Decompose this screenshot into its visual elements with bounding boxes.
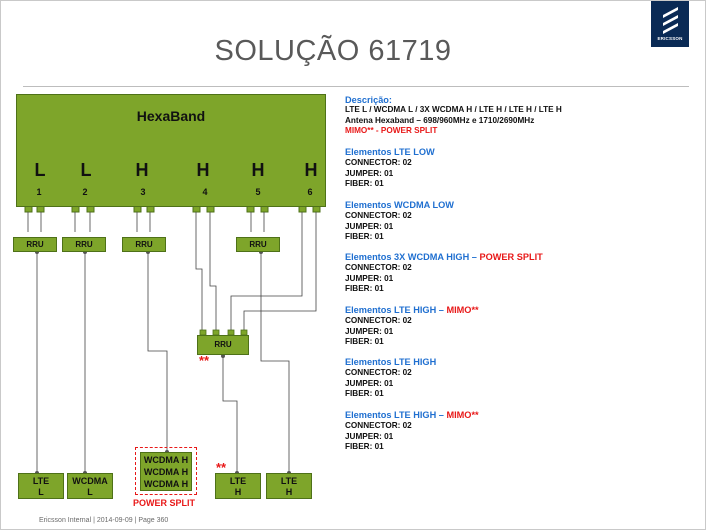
elements-block: Elementos 3X WCDMA HIGH – POWER SPLIT CO… xyxy=(345,252,690,295)
element-fiber: FIBER: 01 xyxy=(345,284,384,294)
description-line: Antena Hexaband – 698/960MHz e 1710/2690… xyxy=(345,115,535,125)
rru-unit: RRU xyxy=(122,237,166,252)
lte-h-box: LTE H xyxy=(215,473,261,499)
wcdma-l-box: WCDMA L xyxy=(67,473,113,499)
band-label: L xyxy=(34,160,46,180)
lte-l-line2: L xyxy=(38,487,44,497)
title-divider xyxy=(23,86,689,87)
element-jumper: JUMPER: 01 xyxy=(345,431,394,441)
description-block: Descrição: LTE L / WCDMA L / 3X WCDMA H … xyxy=(345,95,690,137)
lte-h-line2: H xyxy=(234,487,242,497)
power-split-label: POWER SPLIT xyxy=(133,498,196,508)
description-heading: Descrição: xyxy=(345,95,392,105)
elements-block: Elementos LTE LOW CONNECTOR: 02 JUMPER: … xyxy=(345,147,690,190)
ericsson-logo: ERICSSON xyxy=(651,1,689,47)
element-connector: CONNECTOR: 02 xyxy=(345,263,412,273)
fiber-cables xyxy=(36,252,290,473)
element-jumper: JUMPER: 01 xyxy=(345,326,394,336)
band-label: H xyxy=(196,160,210,180)
description-line: LTE L / WCDMA L / 3X WCDMA H / LTE H / L… xyxy=(345,105,562,115)
band-label: H xyxy=(251,160,265,180)
port-number: 6 xyxy=(307,187,313,197)
element-title: Elementos LTE HIGH xyxy=(345,357,437,367)
band-label: H xyxy=(135,160,149,180)
power-split-outline xyxy=(135,447,197,495)
element-suffix: MIMO** xyxy=(446,410,479,420)
element-fiber: FIBER: 01 xyxy=(345,179,384,189)
element-fiber: FIBER: 01 xyxy=(345,442,384,452)
elements-block: Elementos LTE HIGH – MIMO** CONNECTOR: 0… xyxy=(345,410,690,453)
port-number: 2 xyxy=(82,187,88,197)
element-title: Elementos LTE HIGH xyxy=(345,305,437,315)
element-jumper: JUMPER: 01 xyxy=(345,168,394,178)
element-fiber: FIBER: 01 xyxy=(345,232,384,242)
wcdma-h-line: WCDMA H xyxy=(143,467,189,477)
element-title: Elementos WCDMA LOW xyxy=(345,200,454,210)
rru-unit: RRU xyxy=(236,237,280,252)
wcdma-h-line: WCDMA H xyxy=(143,479,189,489)
elements-block: Elementos WCDMA LOW CONNECTOR: 02 JUMPER… xyxy=(345,200,690,243)
port-number: 1 xyxy=(36,187,42,197)
element-title: Elementos 3X WCDMA HIGH xyxy=(345,252,470,262)
element-title: Elementos LTE LOW xyxy=(345,147,435,157)
element-connector: CONNECTOR: 02 xyxy=(345,211,412,221)
wcdma-h-line: WCDMA H xyxy=(143,455,189,465)
element-connector: CONNECTOR: 02 xyxy=(345,316,412,326)
element-connector: CONNECTOR: 02 xyxy=(345,158,412,168)
element-jumper: JUMPER: 01 xyxy=(345,273,394,283)
rru-unit: RRU xyxy=(13,237,57,252)
wcdma-h-box: WCDMA H WCDMA H WCDMA H xyxy=(140,452,192,491)
hexaband-label: HexaBand xyxy=(136,108,206,124)
port-number: 4 xyxy=(202,187,208,197)
element-fiber: FIBER: 01 xyxy=(345,337,384,347)
element-jumper: JUMPER: 01 xyxy=(345,378,394,388)
lte-h-line2: H xyxy=(285,487,293,497)
element-connector: CONNECTOR: 02 xyxy=(345,421,412,431)
element-jumper: JUMPER: 01 xyxy=(345,221,394,231)
lte-l-line1: LTE xyxy=(32,476,50,486)
elements-block: Elementos LTE HIGH CONNECTOR: 02 JUMPER:… xyxy=(345,357,690,400)
lte-h-box: LTE H xyxy=(266,473,312,499)
lte-h-line1: LTE xyxy=(280,476,298,486)
slide-footer: Ericsson Internal | 2014-09-09 | Page 36… xyxy=(39,517,169,524)
element-fiber: FIBER: 01 xyxy=(345,389,384,399)
band-label: L xyxy=(80,160,92,180)
wcdma-l-line2: L xyxy=(87,487,93,497)
port-number: 3 xyxy=(140,187,146,197)
logo-text: ERICSSON xyxy=(657,36,683,41)
elements-block: Elementos LTE HIGH – MIMO** CONNECTOR: 0… xyxy=(345,305,690,348)
rru-unit-mimo: RRU xyxy=(197,335,249,355)
wcdma-l-line1: WCDMA xyxy=(72,476,108,486)
port-number: 5 xyxy=(255,187,261,197)
slide-title: SOLUÇÃO 61719 xyxy=(214,35,452,67)
band-label: H xyxy=(304,160,318,180)
element-title: Elementos LTE HIGH xyxy=(345,410,437,420)
rru-unit: RRU xyxy=(62,237,106,252)
lte-l-box: LTE L xyxy=(18,473,64,499)
element-suffix: POWER SPLIT xyxy=(479,252,543,262)
lte-h-line1: LTE xyxy=(229,476,247,486)
hexaband-antenna: HexaBand L L H H H H 1 2 3 4 5 6 xyxy=(16,94,326,207)
mimo-marker: ** xyxy=(199,353,210,368)
fiber-nodes xyxy=(35,250,291,475)
mimo-marker: ** xyxy=(216,460,227,475)
element-connector: CONNECTOR: 02 xyxy=(345,368,412,378)
description-line: MIMO** - POWER SPLIT xyxy=(345,126,438,136)
element-suffix: MIMO** xyxy=(446,305,479,315)
jumper-cables xyxy=(27,212,317,330)
